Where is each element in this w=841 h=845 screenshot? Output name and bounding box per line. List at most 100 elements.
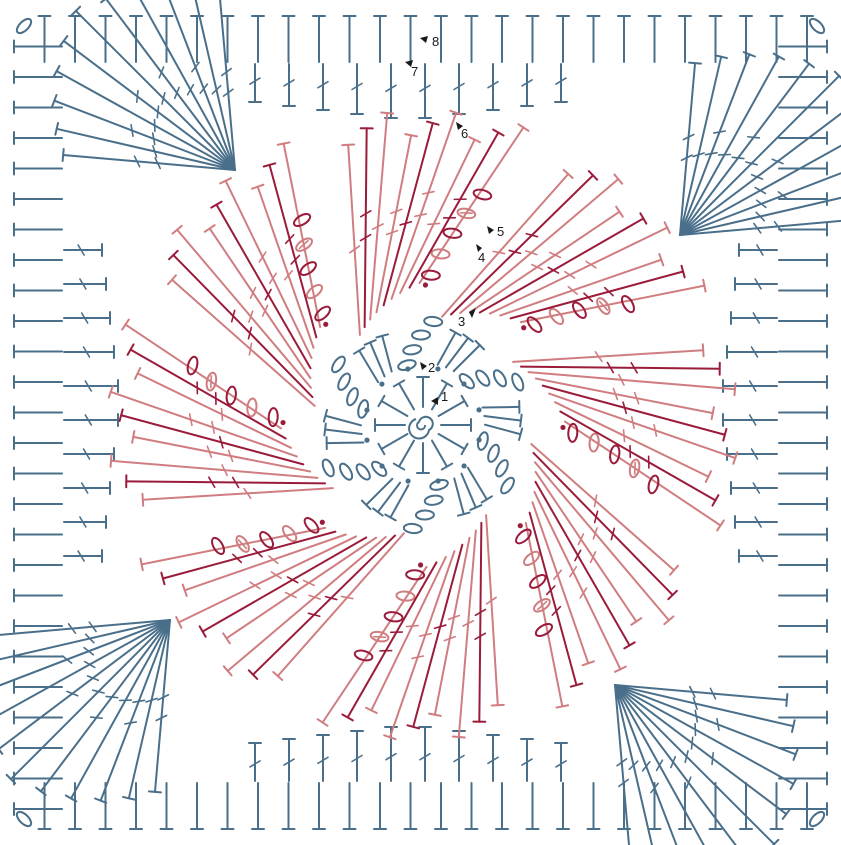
pink-dc-tick bbox=[227, 449, 234, 463]
pink-dc-post bbox=[530, 443, 676, 572]
red-dc-post bbox=[478, 521, 483, 723]
pink-dc-post bbox=[533, 461, 670, 622]
pink-dc-tick bbox=[633, 391, 640, 405]
side-dc-left bbox=[63, 277, 107, 291]
pink-dc-top-bar bbox=[468, 136, 482, 144]
corner-fan-treble-tick bbox=[155, 714, 168, 722]
corner-fan-treble bbox=[61, 147, 236, 171]
corner-fan-treble-tick bbox=[688, 685, 696, 698]
slip-stitch-dot bbox=[323, 321, 329, 327]
pink-dc-post bbox=[370, 556, 447, 712]
edge-stitch-top bbox=[708, 15, 723, 63]
round-2-sc bbox=[360, 477, 394, 511]
pink-dc-top-bar bbox=[613, 173, 624, 185]
edge-stitch-left bbox=[13, 497, 63, 511]
corner-fan-treble bbox=[0, 619, 171, 755]
pink-dc-tick bbox=[485, 596, 497, 605]
pink-dc-top-bar bbox=[341, 143, 356, 147]
corner-fan-treble-post bbox=[0, 619, 171, 716]
corner-fan-treble-post bbox=[679, 62, 697, 236]
corner-fan-treble bbox=[0, 619, 171, 636]
side-dc-top bbox=[350, 63, 364, 115]
red-dc-tick bbox=[474, 608, 487, 617]
edge-stitch-bottom bbox=[464, 782, 479, 830]
corner-fan-treble-post bbox=[679, 196, 841, 236]
petal-chain bbox=[281, 525, 298, 543]
pink-dc-top-bar bbox=[630, 617, 643, 626]
red-dc-tick bbox=[307, 612, 321, 618]
corner-fan-treble-tick bbox=[89, 716, 104, 720]
round-2-sc-post bbox=[466, 466, 488, 501]
corner-fan-treble-top-bar bbox=[70, 5, 82, 17]
pink-dc-tick bbox=[612, 387, 619, 401]
corner-fan-treble bbox=[679, 144, 841, 236]
edge-stitch-left bbox=[13, 527, 63, 542]
red-dc-top-bar bbox=[623, 641, 636, 650]
pink-dc-tick bbox=[414, 213, 428, 218]
side-dc-right bbox=[738, 243, 778, 257]
edge-stitch-right bbox=[778, 680, 828, 694]
corner-fan-treble bbox=[194, 0, 236, 171]
pink-dc-tick bbox=[188, 413, 193, 427]
pink-dc-post bbox=[136, 372, 292, 449]
side-dc-bottom-tick bbox=[555, 760, 567, 768]
red-dc-tick bbox=[593, 510, 599, 524]
round-1-sc bbox=[440, 418, 472, 432]
red-dc-post bbox=[478, 217, 645, 314]
pink-dc bbox=[203, 224, 312, 380]
corner-fan-treble bbox=[70, 5, 236, 171]
pink-dc-tick bbox=[443, 635, 457, 642]
edge-stitch-bottom bbox=[373, 782, 387, 830]
corner-fan-treble-top-bar bbox=[54, 121, 60, 136]
pink-dc-tick bbox=[249, 581, 261, 590]
corner-fan-treble-tick bbox=[156, 105, 160, 119]
side-dc-right-tick bbox=[748, 414, 757, 426]
edge-stitch-right bbox=[778, 710, 828, 725]
pink-dc-top-bar bbox=[131, 429, 136, 444]
side-dc-left bbox=[63, 345, 115, 359]
round-2-chain bbox=[337, 372, 351, 391]
corner-fan-treble-post bbox=[74, 9, 236, 171]
pink-dc-post bbox=[226, 535, 387, 672]
edge-stitch-top bbox=[373, 15, 387, 63]
corner-fan-treble-post bbox=[55, 127, 236, 171]
red-dc-post bbox=[215, 203, 312, 370]
corner-fan-treble bbox=[614, 684, 796, 734]
corner-fan-treble-tick bbox=[694, 709, 699, 723]
pink-dc bbox=[181, 533, 347, 597]
petal-chain bbox=[596, 297, 611, 315]
edge-stitch-top bbox=[556, 15, 570, 63]
corner-fan-treble-post bbox=[62, 153, 236, 171]
side-dc-left bbox=[63, 447, 115, 461]
round-1-sc-top-bar bbox=[460, 442, 469, 456]
pink-dc-top-bar bbox=[581, 660, 595, 667]
edge-stitch-bottom bbox=[37, 782, 52, 830]
side-dc-right-tick bbox=[756, 550, 764, 562]
edge-stitch-top bbox=[251, 15, 265, 63]
round-2-chain bbox=[321, 458, 335, 478]
red-dc bbox=[532, 451, 678, 601]
corner-fan-treble-tick bbox=[616, 758, 628, 767]
corner-fan-treble-tick bbox=[690, 736, 694, 750]
corner-fan-treble-tick bbox=[191, 61, 200, 73]
pink-dc-top-bar bbox=[451, 735, 466, 739]
corner-fan-treble-top-bar bbox=[61, 147, 65, 162]
round-marker-8: 8 bbox=[420, 34, 439, 49]
side-dc-top-tick bbox=[351, 82, 363, 91]
corner-fan-treble-tick bbox=[753, 222, 762, 234]
edge-stitch-left bbox=[13, 405, 63, 420]
round-marker-4: 4 bbox=[476, 244, 485, 265]
side-dc-left-tick bbox=[79, 516, 87, 528]
corner-fan-treble bbox=[51, 94, 236, 171]
edge-stitch-left bbox=[13, 344, 63, 359]
side-dc-right bbox=[722, 413, 778, 427]
pink-dc bbox=[533, 490, 627, 673]
pink-dc bbox=[531, 501, 595, 667]
pink-dc-post bbox=[132, 435, 312, 473]
round-2-sc-post bbox=[324, 414, 363, 427]
corner-fan-treble bbox=[614, 684, 780, 845]
pink-dc-top-bar bbox=[427, 712, 442, 717]
pink-dc bbox=[107, 385, 298, 458]
corner-fan-treble bbox=[147, 619, 171, 794]
red-dc-tick bbox=[474, 632, 487, 640]
